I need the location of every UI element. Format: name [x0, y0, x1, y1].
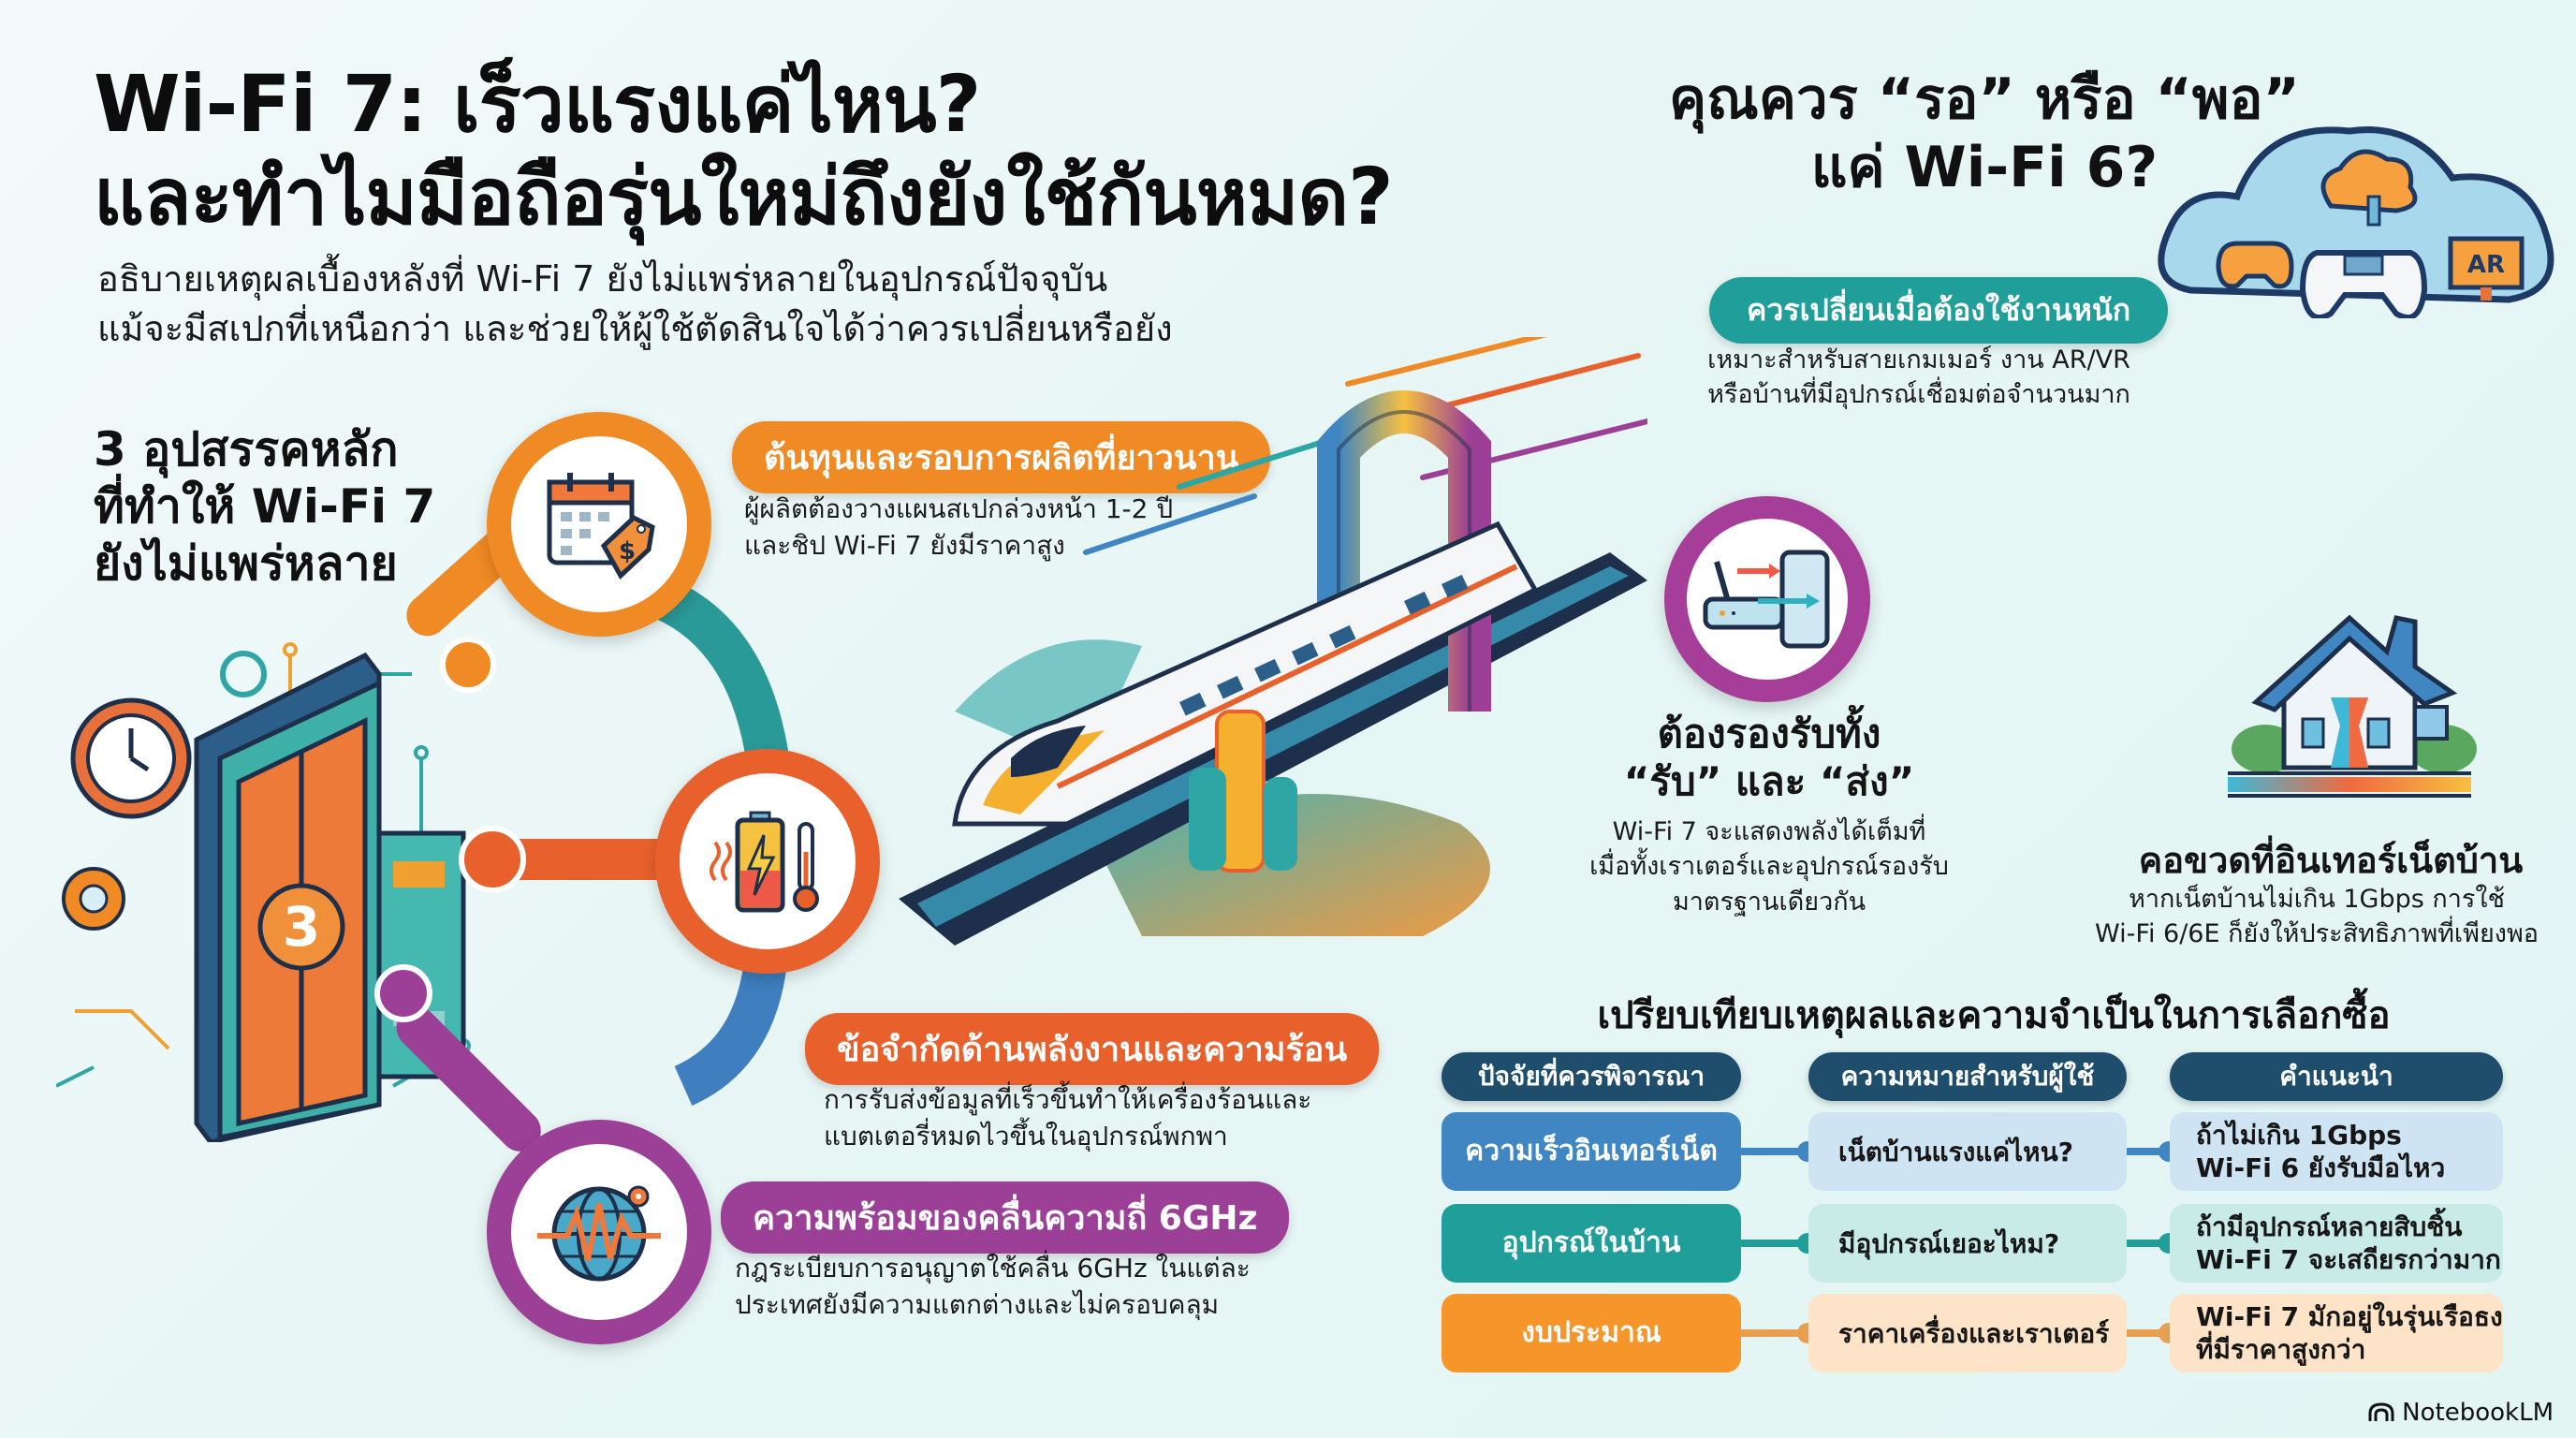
row-3-connector-2	[2127, 1329, 2170, 1337]
obstacle-3-description: กฎระเบียบการอนุญาตใช้คลื่น 6GHz ในแต่ละ …	[735, 1251, 1251, 1323]
router-phone-circle	[1664, 496, 1870, 702]
bottleneck-description: หากเน็ตบ้านไม่เกิน 1Gbps การใช้ Wi-Fi 6/…	[2069, 882, 2565, 952]
connector-node-2	[459, 826, 526, 893]
notebooklm-brand: NotebookLM	[2368, 1399, 2554, 1427]
obstacle-3-label: ความพร้อมของคลื่นความถี่ 6GHz	[721, 1181, 1290, 1254]
obstacle-1-label: ต้นทุนและรอบการผลิตที่ยาวนาน	[732, 421, 1271, 493]
both-ends-title: ต้องรองรับทั้ง “รับ” และ “ส่ง”	[1582, 710, 1956, 805]
battery-heat-icon	[710, 811, 819, 913]
comparison-row-2-factor: อุปกรณ์ในบ้าน	[1442, 1204, 1741, 1283]
gate-illustration: 3	[56, 642, 471, 1142]
comparison-row-2-advice: ถ้ามีอุปกรณ์หลายสิบชิ้น Wi-Fi 7 จะเสถียร…	[2170, 1204, 2503, 1283]
comparison-row-1-meaning: เน็ตบ้านแรงแค่ไหน?	[1808, 1112, 2127, 1191]
comparison-row-1-advice: ถ้าไม่เกิน 1Gbps Wi-Fi 6 ยังรับมือไหว	[2170, 1112, 2503, 1191]
ar-label: AR	[2467, 251, 2505, 279]
row-3-connector	[1741, 1329, 1808, 1337]
svg-text:$: $	[619, 537, 636, 565]
globe-signal-icon	[537, 1185, 661, 1282]
decision-heading: คุณควร “รอ” หรือ “พอ” แค่ Wi-Fi 6?	[1647, 66, 2321, 202]
decision-heading-line-1: คุณควร “รอ” หรือ “พอ”	[1669, 66, 2300, 132]
obstacle-1-desc-line-1: ผู้ผลิตต้องวางแผนสเปกล่วงหน้า 1-2 ปี	[744, 493, 1174, 524]
obstacle-3-desc-line-1: กฎระเบียบการอนุญาตใช้คลื่น 6GHz ในแต่ละ	[735, 1253, 1251, 1284]
high-speed-train-illustration	[899, 337, 1647, 946]
subtitle-line-2: แม้จะมีสเปกที่เหนือกว่า และช่วยให้ผู้ใช้…	[97, 308, 1173, 350]
obstacle-1-desc-line-2: และชิป Wi-Fi 7 ยังมีราคาสูง	[744, 529, 1065, 561]
row-2-connector	[1741, 1240, 1808, 1247]
obstacle-2-label: ข้อจำกัดด้านพลังงานและความร้อน	[805, 1013, 1380, 1085]
heavy-use-badge: ควรเปลี่ยนเมื่อต้องใช้งานหนัก	[1709, 277, 2169, 344]
comparison-row-1-factor: ความเร็วอินเทอร์เน็ต	[1442, 1112, 1741, 1191]
page-title: Wi-Fi 7: เร็วแรงแค่ไหน? และทำไมมือถือรุ่…	[94, 58, 1394, 243]
heavy-use-description: เหมาะสำหรับสายเกมเมอร์ งาน AR/VR หรือบ้า…	[1657, 343, 2181, 413]
comparison-row-3-meaning: ราคาเครื่องและเราเตอร์	[1808, 1294, 2127, 1372]
obstacle-2-description: การรับส่งข้อมูลที่เร็วขึ้นทำให้เครื่องร้…	[824, 1082, 1311, 1154]
obstacle-2-circle	[655, 749, 880, 974]
comparison-header-factor: ปัจจัยที่ควรพิจารณา	[1442, 1052, 1741, 1101]
row-2-advice-line-2: Wi-Fi 7 จะเสถียรกว่ามาก	[2196, 1244, 2501, 1275]
bottleneck-title: คอขวดที่อินเทอร์เน็ตบ้าน	[2138, 840, 2524, 881]
obstacle-3-desc-line-2: ประเทศยังมีความแตกต่างและไม่ครอบคลุม	[735, 1288, 1220, 1320]
row-1-connector-2	[2127, 1148, 2170, 1155]
row-1-advice-line-1: ถ้าไม่เกิน 1Gbps	[2196, 1120, 2402, 1151]
obstacle-1-circle: $	[487, 412, 711, 637]
both-ends-description: Wi-Fi 7 จะแสดงพลังได้เต็มที่ เมื่อทั้งเร…	[1573, 814, 1966, 919]
both-ends-desc-line-2: เมื่อทั้งเราเตอร์และอุปกรณ์รองรับ	[1589, 852, 1949, 882]
row-3-advice-line-2: ที่มีราคาสูงกว่า	[2196, 1334, 2366, 1365]
row-2-connector-2	[2127, 1240, 2170, 1247]
obstacle-1-description: ผู้ผลิตต้องวางแผนสเปกล่วงหน้า 1-2 ปี และ…	[744, 492, 1173, 564]
bottleneck-desc-line-1: หากเน็ตบ้านไม่เกิน 1Gbps การใช้	[2129, 885, 2505, 914]
row-2-advice-line-1: ถ้ามีอุปกรณ์หลายสิบชิ้น	[2196, 1211, 2463, 1242]
gate-number: 3	[283, 895, 320, 959]
comparison-header-advice: คำแนะนำ	[2170, 1052, 2503, 1101]
obstacles-heading-line-1: 3 อุปสรรคหลัก	[94, 422, 399, 477]
obstacles-heading: 3 อุปสรรคหลัก ที่ทำให้ Wi-Fi 7 ยังไม่แพร…	[94, 421, 435, 593]
heavy-use-desc-line-2: หรือบ้านที่มีอุปกรณ์เชื่อมต่อจำนวนมาก	[1707, 380, 2130, 410]
house-bottleneck-icon	[2228, 614, 2477, 798]
comparison-header-meaning: ความหมายสำหรับผู้ใช้	[1808, 1052, 2127, 1101]
row-1-advice-line-2: Wi-Fi 6 ยังรับมือไหว	[2196, 1152, 2446, 1183]
bottleneck-desc-line-2: Wi-Fi 6/6E ก็ยังให้ประสิทธิภาพที่เพียงพอ	[2095, 919, 2539, 949]
both-ends-desc-line-3: มาตรฐานเดียวกัน	[1672, 887, 1866, 917]
connector-node-3	[374, 964, 432, 1022]
gear-icon	[62, 651, 267, 931]
cloud-gaming-icon: AR	[2158, 126, 2554, 318]
obstacle-2-desc-line-2: แบตเตอรี่หมดไวขึ้นในอุปกรณ์พกพา	[824, 1120, 1228, 1152]
subtitle-line-1: อธิบายเหตุผลเบื้องหลังที่ Wi-Fi 7 ยังไม่…	[97, 258, 1108, 300]
obstacle-2-desc-line-1: การรับส่งข้อมูลที่เร็วขึ้นทำให้เครื่องร้…	[824, 1084, 1312, 1115]
obstacles-heading-line-2: ที่ทำให้ Wi-Fi 7	[94, 479, 436, 534]
obstacles-heading-line-3: ยังไม่แพร่หลาย	[94, 536, 398, 591]
brand-label: NotebookLM	[2402, 1399, 2554, 1427]
decision-heading-line-2: แค่ Wi-Fi 6?	[1810, 135, 2159, 201]
row-3-advice-line-1: Wi-Fi 7 มักอยู่ในรุ่นเรือธง	[2196, 1301, 2503, 1332]
page-subtitle: อธิบายเหตุผลเบื้องหลังที่ Wi-Fi 7 ยังไม่…	[97, 255, 1173, 354]
both-ends-title-line-2: “รับ” และ “ส่ง”	[1623, 758, 1915, 805]
title-line-2: และทำไมมือถือรุ่นใหม่ถึงยังใช้กันหมด?	[94, 151, 1394, 243]
heavy-use-desc-line-1: เหมาะสำหรับสายเกมเมอร์ งาน AR/VR	[1707, 345, 2130, 374]
comparison-title: เปรียบเทียบเหตุผลและความจำเป็นในการเลือก…	[1597, 994, 2391, 1037]
calendar-price-tag-icon: $	[547, 473, 655, 580]
both-ends-desc-line-1: Wi-Fi 7 จะแสดงพลังได้เต็มที่	[1612, 817, 1926, 846]
notebooklm-logo-icon	[2368, 1402, 2394, 1421]
both-ends-title-line-1: ต้องรองรับทั้ง	[1657, 711, 1881, 756]
obstacle-3-circle	[487, 1120, 711, 1344]
row-1-connector	[1741, 1148, 1808, 1155]
connector-node-1	[440, 637, 496, 693]
comparison-row-3-factor: งบประมาณ	[1442, 1294, 1741, 1372]
title-line-1: Wi-Fi 7: เร็วแรงแค่ไหน?	[94, 58, 981, 150]
comparison-row-3-advice: Wi-Fi 7 มักอยู่ในรุ่นเรือธง ที่มีราคาสูง…	[2170, 1294, 2503, 1372]
comparison-row-2-meaning: มีอุปกรณ์เยอะไหม?	[1808, 1204, 2127, 1283]
router-to-phone-icon	[1703, 550, 1830, 649]
